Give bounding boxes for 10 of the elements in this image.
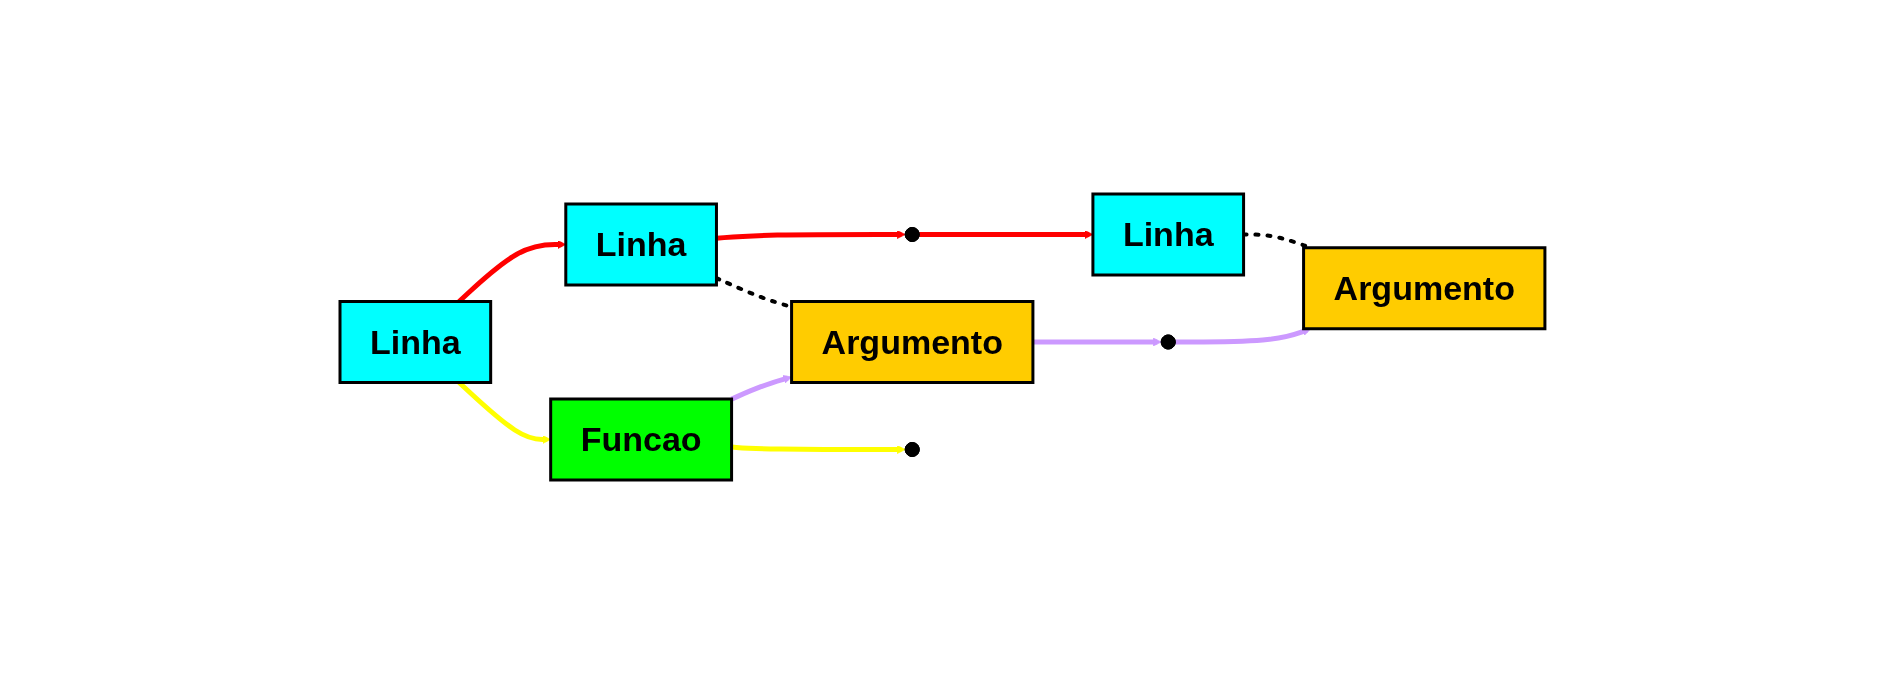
node-box: Linha [1090,192,1245,276]
arrow [1032,337,1162,346]
node-box: Funcao [548,397,733,481]
arrow [1174,326,1311,344]
arrow [918,229,1093,239]
node-box: Linha [563,202,718,286]
node-box: Argumento [1301,245,1546,330]
node-box: Linha [338,299,492,384]
arrow [730,374,792,401]
node-box: Argumento [789,299,1034,384]
